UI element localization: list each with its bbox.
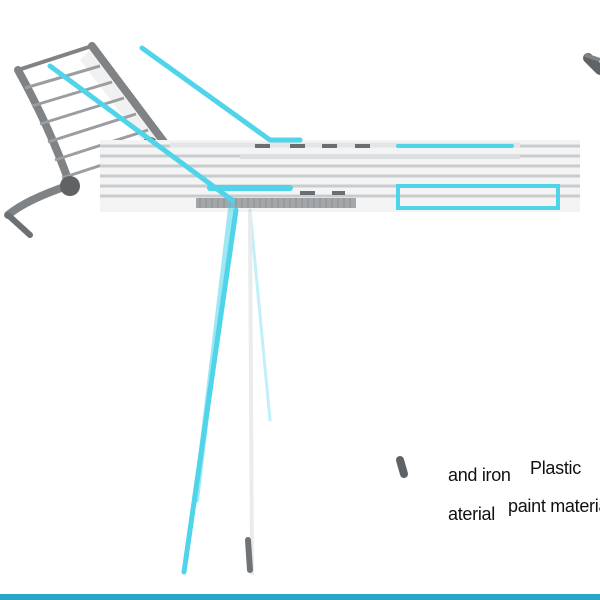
right-leg xyxy=(245,211,408,576)
caption-right-line-1: Plastic xyxy=(530,458,581,478)
right-wing-frame xyxy=(583,53,600,75)
hinge-icon xyxy=(60,176,80,196)
caption-right-line-2: paint material xyxy=(508,496,600,516)
caption-left-line-2: aterial xyxy=(448,504,495,524)
caption-left-line-1: and iron xyxy=(448,465,511,485)
center-rails xyxy=(100,140,580,212)
bottom-accent-bar xyxy=(0,594,600,600)
highlighted-frame xyxy=(47,45,560,575)
